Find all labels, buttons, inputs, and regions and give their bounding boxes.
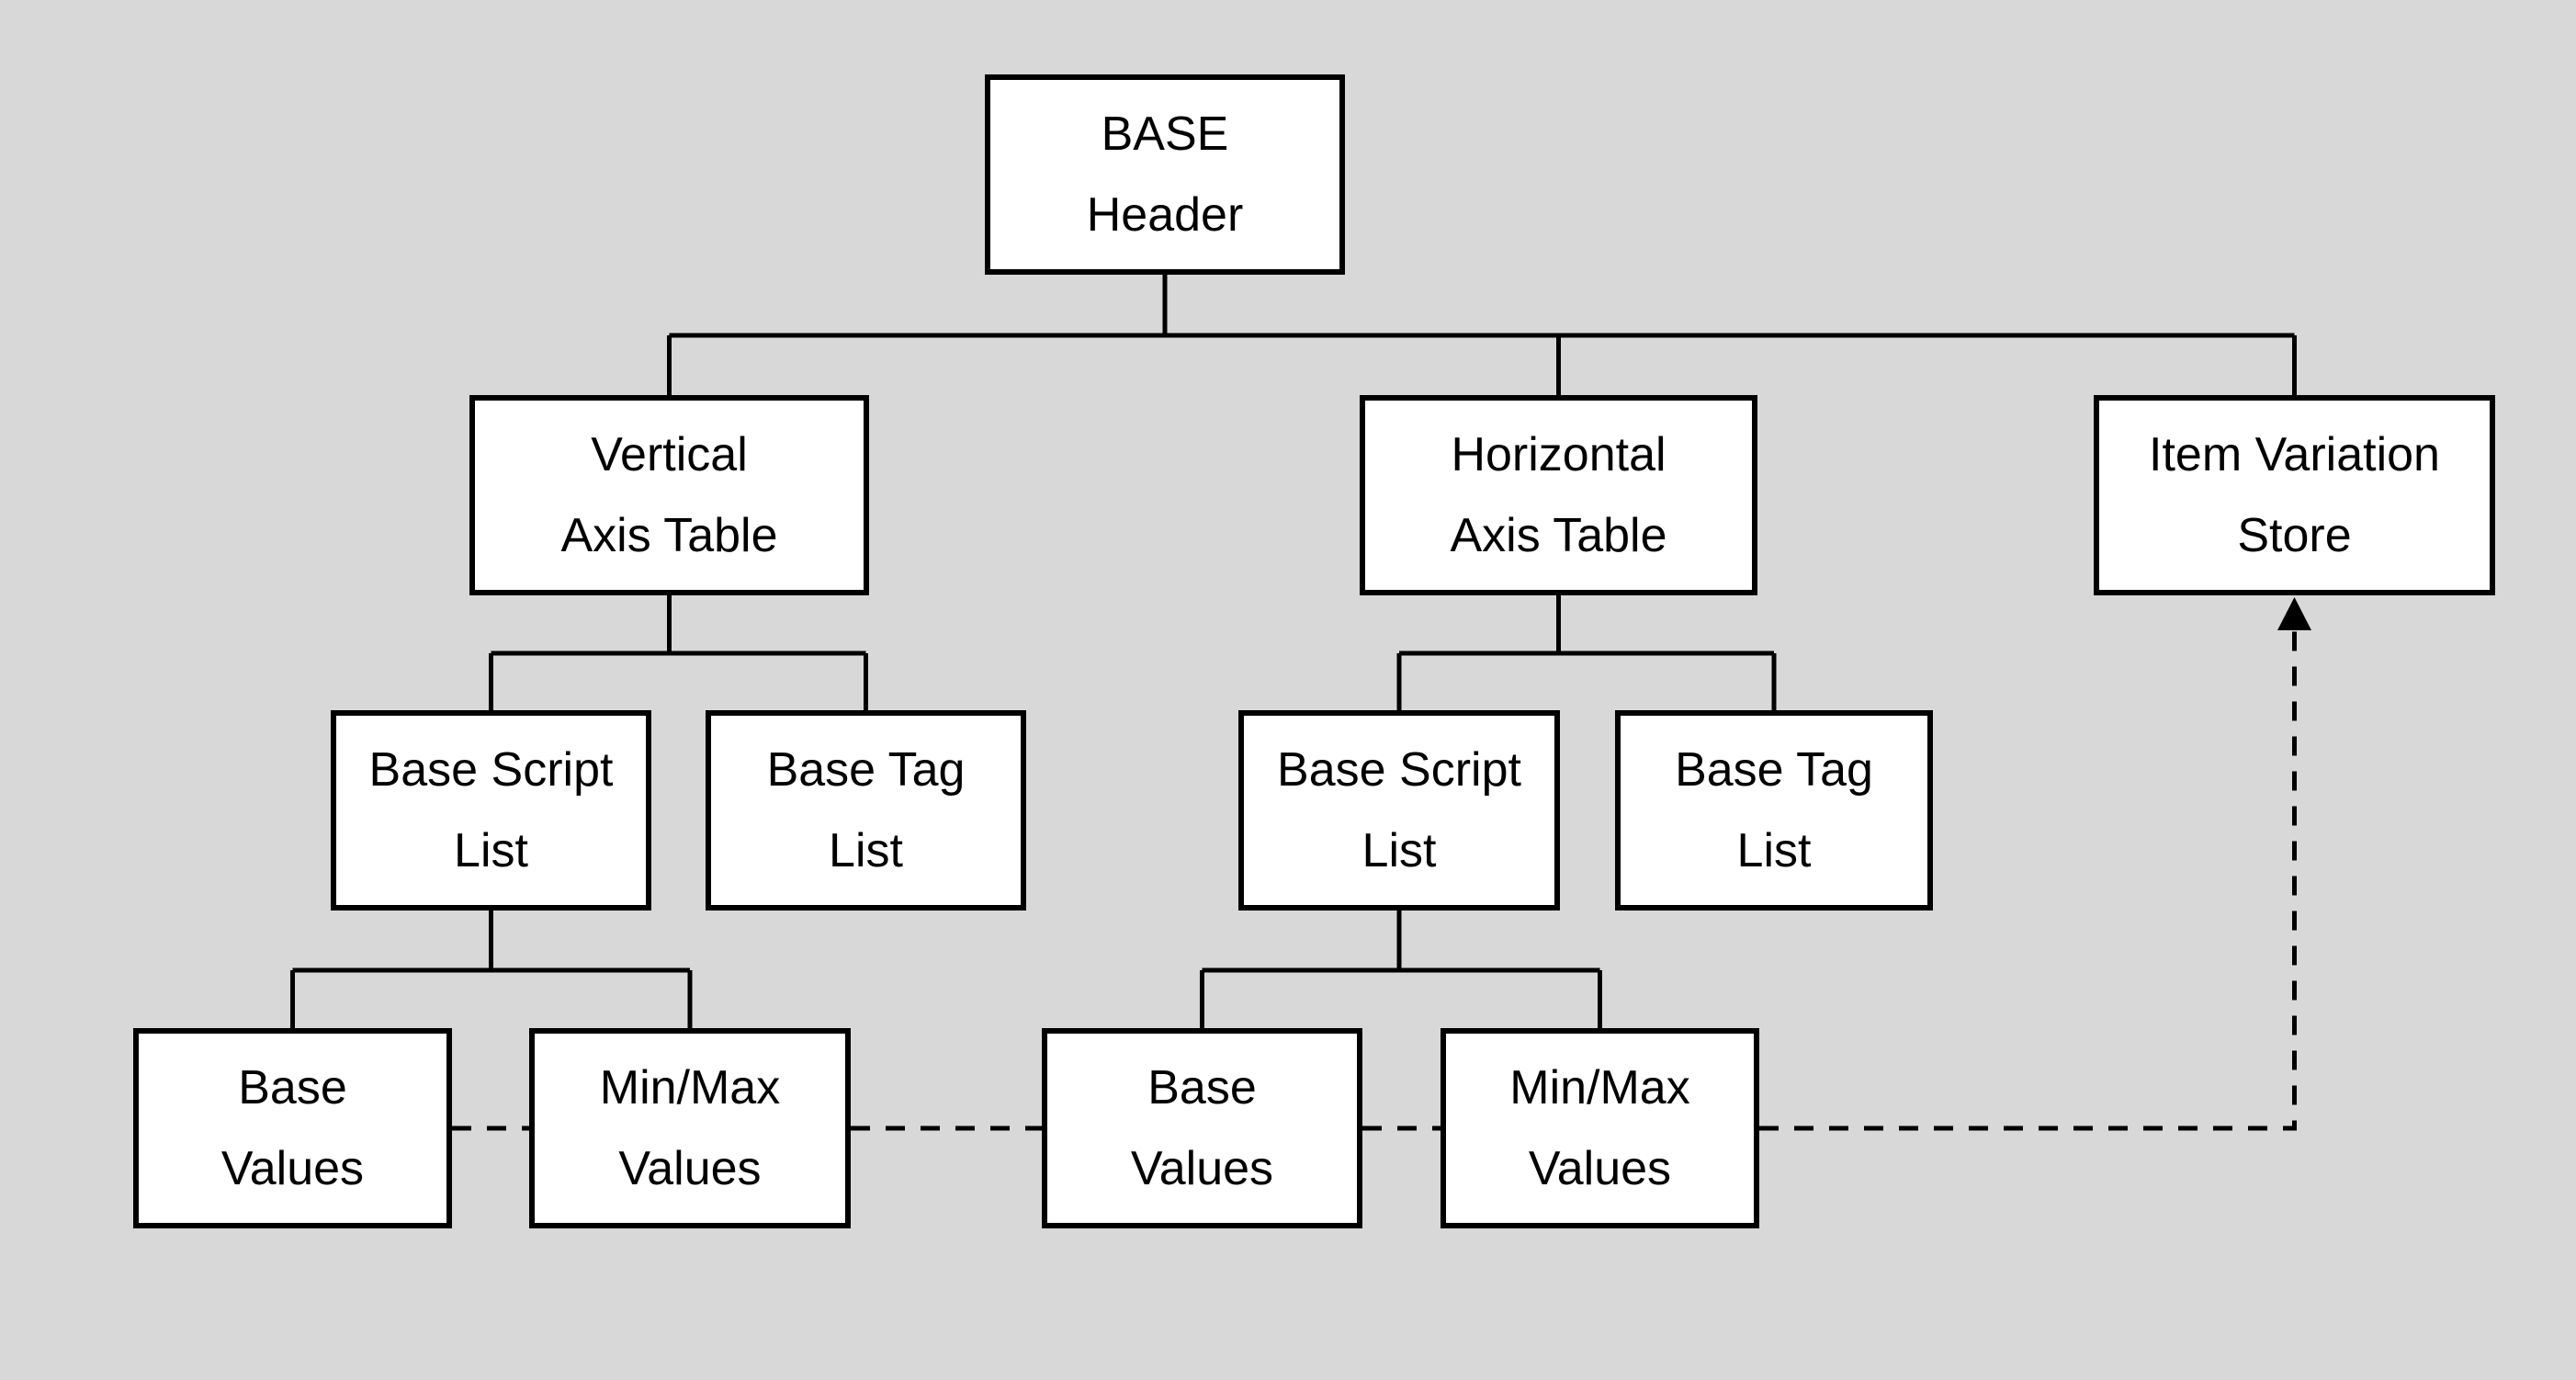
node-label-line: Axis Table <box>560 509 778 562</box>
connector-horizontal-axis-children <box>1396 595 1777 710</box>
node-label-line: Base Tag <box>1675 743 1873 797</box>
node-label-line: Horizontal <box>1451 428 1666 481</box>
node-base-script-list-right: Base Script List <box>1238 710 1560 911</box>
node-label-line: BASE <box>1101 107 1229 161</box>
dashed-edge-to-item-variation-store <box>1759 628 2297 1131</box>
node-label-line: Min/Max <box>599 1061 781 1114</box>
node-label-line: Axis Table <box>1450 509 1667 562</box>
node-label-line: Base Script <box>368 743 614 797</box>
connector-base-script-left-children <box>290 911 693 1028</box>
node-label-line: Values <box>220 1142 365 1195</box>
node-label-line: Values <box>618 1142 762 1195</box>
node-item-variation-store: Item Variation Store <box>2094 395 2495 595</box>
node-base-values-right: Base Values <box>1042 1028 1362 1228</box>
node-base-tag-list-right: Base Tag List <box>1615 710 1933 911</box>
connector-vertical-axis-children <box>489 595 868 710</box>
node-label-line: Base Script <box>1277 743 1521 797</box>
node-base-script-list-left: Base Script List <box>331 710 651 911</box>
node-minmax-values-left: Min/Max Values <box>529 1028 851 1228</box>
node-base-values-left: Base Values <box>133 1028 452 1228</box>
node-label-line: List <box>454 824 528 877</box>
node-label-line: Values <box>1528 1142 1672 1195</box>
node-base-header: BASE Header <box>985 74 1345 275</box>
node-label-line: Store <box>2237 509 2352 562</box>
connector-base-header-children <box>667 275 2297 395</box>
dashed-arrowhead <box>2277 597 2311 630</box>
node-label-line: List <box>1361 824 1437 877</box>
node-label-line: Header <box>1086 188 1244 242</box>
node-label-line: List <box>1736 824 1812 877</box>
node-minmax-values-right: Min/Max Values <box>1441 1028 1759 1228</box>
node-label-line: List <box>829 824 903 877</box>
connector-base-script-right-children <box>1200 911 1602 1028</box>
node-base-tag-list-left: Base Tag List <box>706 710 1026 911</box>
node-label-line: Base Tag <box>766 743 966 797</box>
node-label-line: Item Variation <box>2149 428 2440 481</box>
node-horizontal-axis-table: Horizontal Axis Table <box>1360 395 1757 595</box>
node-label-line: Vertical <box>591 428 748 481</box>
node-label-line: Base <box>1147 1061 1257 1114</box>
node-label-line: Values <box>1130 1142 1274 1195</box>
node-vertical-axis-table: Vertical Axis Table <box>469 395 869 595</box>
node-label-line: Min/Max <box>1509 1061 1690 1114</box>
node-label-line: Base <box>238 1061 347 1114</box>
